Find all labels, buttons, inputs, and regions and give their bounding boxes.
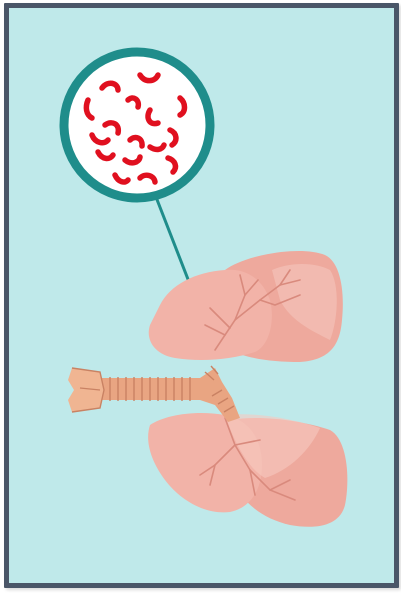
trachea [68, 366, 240, 422]
magnifier-lens [64, 52, 210, 198]
upper-left-lobe [149, 270, 272, 360]
